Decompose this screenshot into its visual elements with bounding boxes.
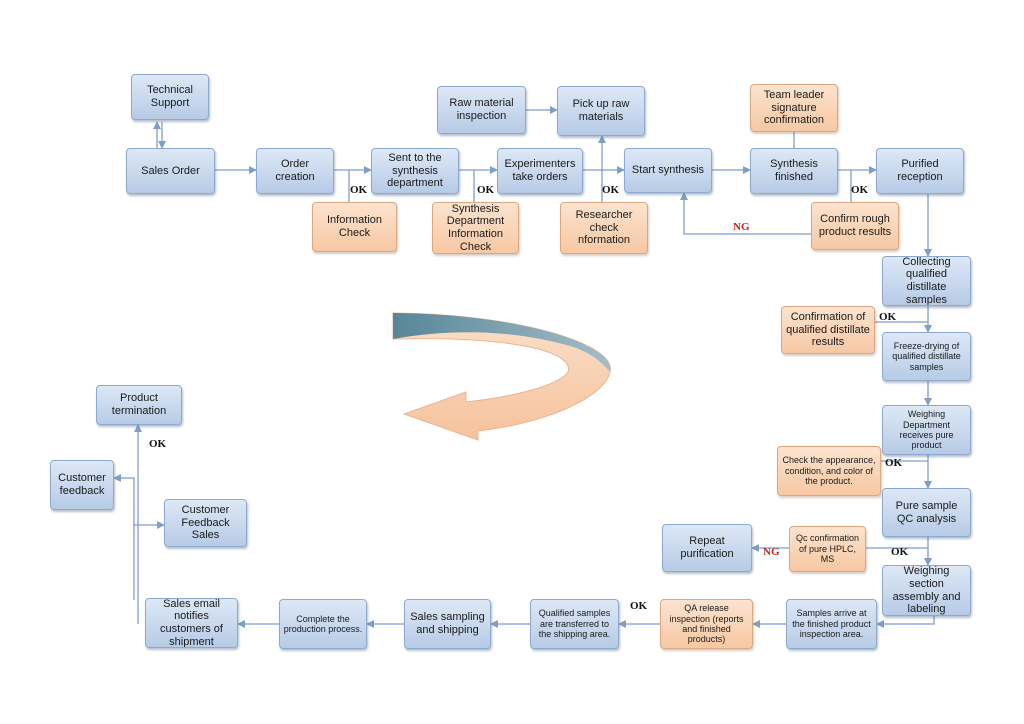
pick-up-raw-materials-node[interactable]: Pick up raw materials: [557, 86, 645, 136]
team-leader-signature-node[interactable]: Team leader signature confirmation: [750, 84, 838, 132]
product-termination-node[interactable]: Product termination: [96, 385, 182, 425]
ok-label: OK: [350, 184, 368, 196]
ok-label: OK: [885, 457, 903, 469]
sales-email-node[interactable]: Sales email notifies customers of shipme…: [145, 598, 238, 648]
synthesis-finished-node[interactable]: Synthesis finished: [750, 148, 838, 194]
complete-production-node[interactable]: Complete the production process.: [279, 599, 367, 649]
qualified-transferred-node[interactable]: Qualified samples are transferred to the…: [530, 599, 619, 649]
repeat-purification-node[interactable]: Repeat purification: [662, 524, 752, 572]
ng-label: NG: [763, 546, 780, 558]
collecting-distillate-node[interactable]: Collecting qualified distillate samples: [882, 256, 971, 306]
ok-label: OK: [879, 311, 897, 323]
confirm-rough-product-node[interactable]: Confirm rough product results: [811, 202, 899, 250]
confirmation-distillate-node[interactable]: Confirmation of qualified distillate res…: [781, 306, 875, 354]
information-check-node[interactable]: Information Check: [312, 202, 397, 252]
raw-material-inspection-node[interactable]: Raw material inspection: [437, 86, 526, 134]
ok-label: OK: [477, 184, 495, 196]
researcher-check-node[interactable]: Researcher check nformation: [560, 202, 648, 254]
qc-confirmation-node[interactable]: Qc confirmation of pure HPLC, MS: [789, 526, 866, 572]
order-creation-node[interactable]: Order creation: [256, 148, 334, 194]
purified-reception-node[interactable]: Purified reception: [876, 148, 964, 194]
ok-label: OK: [149, 438, 167, 450]
check-appearance-node[interactable]: Check the appearance, condition, and col…: [777, 446, 881, 496]
ok-label: OK: [891, 546, 909, 558]
technical-support-node[interactable]: Technical Support: [131, 74, 209, 120]
qa-release-node[interactable]: QA release inspection (reports and finis…: [660, 599, 753, 649]
sales-order-node[interactable]: Sales Order: [126, 148, 215, 194]
curved-return-arrow-icon: [392, 312, 611, 441]
weighing-assembly-node[interactable]: Weighing section assembly and labeling: [882, 565, 971, 616]
ok-label: OK: [602, 184, 620, 196]
ok-label: OK: [851, 184, 869, 196]
customer-feedback-node[interactable]: Customer feedback: [50, 460, 114, 510]
start-synthesis-node[interactable]: Start synthesis: [624, 148, 712, 193]
pure-sample-qc-node[interactable]: Pure sample QC analysis: [882, 488, 971, 537]
sales-sampling-node[interactable]: Sales sampling and shipping: [404, 599, 491, 649]
freeze-drying-node[interactable]: Freeze-drying of qualified distillate sa…: [882, 332, 971, 381]
sent-to-synthesis-node[interactable]: Sent to the synthesis department: [371, 148, 459, 194]
customer-feedback-sales-node[interactable]: Customer Feedback Sales: [164, 499, 247, 547]
weighing-receives-node[interactable]: Weighing Department receives pure produc…: [882, 405, 971, 455]
synthesis-dept-check-node[interactable]: Synthesis Department Information Check: [432, 202, 519, 254]
samples-arrive-node[interactable]: Samples arrive at the finished product i…: [786, 599, 877, 649]
ok-label: OK: [630, 600, 648, 612]
experimenters-take-orders-node[interactable]: Experimenters take orders: [497, 148, 583, 194]
ng-label: NG: [733, 221, 750, 233]
